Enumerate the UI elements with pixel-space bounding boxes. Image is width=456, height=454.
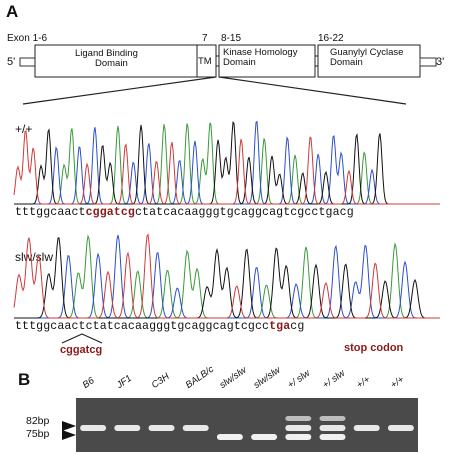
exon-label-16-22: 16-22	[318, 33, 344, 44]
guanylyl-box	[317, 44, 421, 78]
wildtype-chromatogram	[13, 120, 440, 205]
stop-codon-label: stop codon	[344, 342, 404, 354]
gel-lane-label: B6	[80, 375, 97, 391]
mutant-chromatogram	[13, 233, 440, 319]
gel-band-upper	[319, 425, 346, 431]
trace-c	[14, 234, 440, 319]
gel-band-upper	[353, 425, 380, 431]
wildtype-genotype-label: +/+	[15, 122, 33, 136]
gel-lane-label: +/+	[354, 374, 372, 391]
ligand-binding-box	[34, 44, 198, 78]
gel-band-lower	[285, 434, 312, 440]
gel-lane-label: BALB/c	[183, 363, 216, 391]
gel-band-lower	[319, 434, 346, 440]
exon-label-7: 7	[202, 33, 208, 44]
gel-image	[76, 398, 418, 452]
trace-g	[14, 237, 440, 319]
gel-lane-label: +/+	[388, 374, 407, 391]
kinase-box	[218, 44, 316, 78]
mutant-genotype-label: slw/slw	[15, 250, 53, 264]
exon-label-1-6: Exon 1-6	[7, 33, 48, 44]
trace-t	[13, 130, 440, 205]
gel-band-lower	[216, 434, 243, 440]
mutant-sequence: tttggcaactctatcacaagggtgcaggcagtcgcctgac…	[15, 320, 305, 333]
gel-band-upper	[387, 425, 414, 431]
gel-band-upper	[285, 425, 312, 431]
exon-label-8-15: 8-15	[221, 33, 242, 44]
five-prime-label: 5'	[7, 56, 16, 68]
utr-5-box	[19, 57, 37, 67]
arrow-75bp	[62, 430, 76, 440]
zoom-line-right	[218, 76, 407, 105]
trace-t	[13, 233, 440, 319]
panel-b-letter: B	[18, 370, 31, 389]
deleted-sequence-label: cggatcg	[60, 344, 103, 356]
gel-band-upper	[148, 425, 175, 431]
gel-lane-label: +/ slw	[285, 367, 313, 391]
arrow-82bp	[62, 421, 76, 431]
band-arrows	[62, 421, 76, 440]
band-75bp-label: 75bp	[26, 428, 50, 440]
gel-lane-label: slw/slw	[217, 364, 249, 391]
gel-lane-label: C3H	[149, 371, 172, 391]
gel-band-heteroduplex	[319, 416, 346, 421]
inserted-sequence: cggatcg	[85, 206, 135, 219]
zoom-line-left	[22, 76, 217, 105]
gel-lane-label: +/ slw	[320, 367, 347, 391]
gel-band-upper	[114, 425, 141, 431]
wildtype-sequence: tttggcaactcggatcgctatcacaagggtgcaggcagtc…	[15, 206, 354, 219]
gel-lane-label: JF1	[114, 372, 135, 391]
trace-a	[14, 234, 440, 319]
gene-schematic	[19, 44, 437, 105]
gel-band-lower	[251, 434, 278, 440]
deletion-caret	[61, 333, 103, 344]
utr-3-box	[419, 57, 437, 67]
tm-label: TM	[198, 56, 212, 67]
gel-band-heteroduplex	[285, 416, 312, 421]
stop-codon-sequence: tga	[269, 320, 291, 333]
panel-a-letter: A	[6, 2, 19, 21]
gel-band-upper	[182, 425, 209, 431]
three-prime-label: 3'	[436, 56, 445, 68]
band-82bp-label: 82bp	[26, 415, 50, 427]
gel-lane-label: slw/slw	[251, 364, 283, 391]
gel-band-upper	[80, 425, 107, 431]
